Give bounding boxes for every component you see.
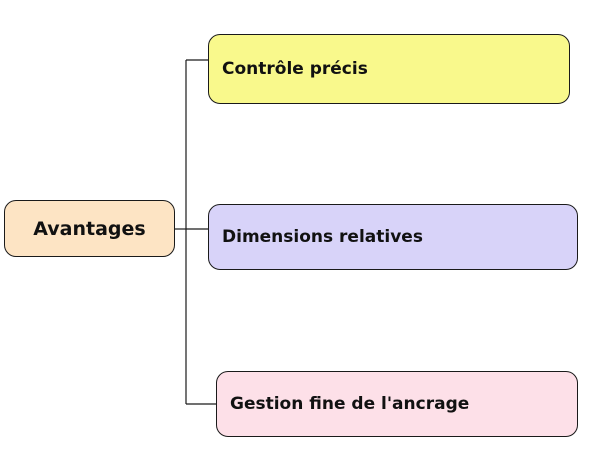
child-node-label: Contrôle précis (222, 59, 368, 79)
root-node: Avantages (4, 200, 175, 257)
child-node-label: Gestion fine de l'ancrage (230, 394, 470, 414)
child-node-controle-precis: Contrôle précis (208, 34, 570, 104)
child-node-label: Dimensions relatives (222, 227, 423, 247)
child-node-dimensions-relatives: Dimensions relatives (208, 204, 578, 270)
child-node-gestion-ancrage: Gestion fine de l'ancrage (216, 371, 578, 437)
root-node-label: Avantages (33, 217, 146, 240)
